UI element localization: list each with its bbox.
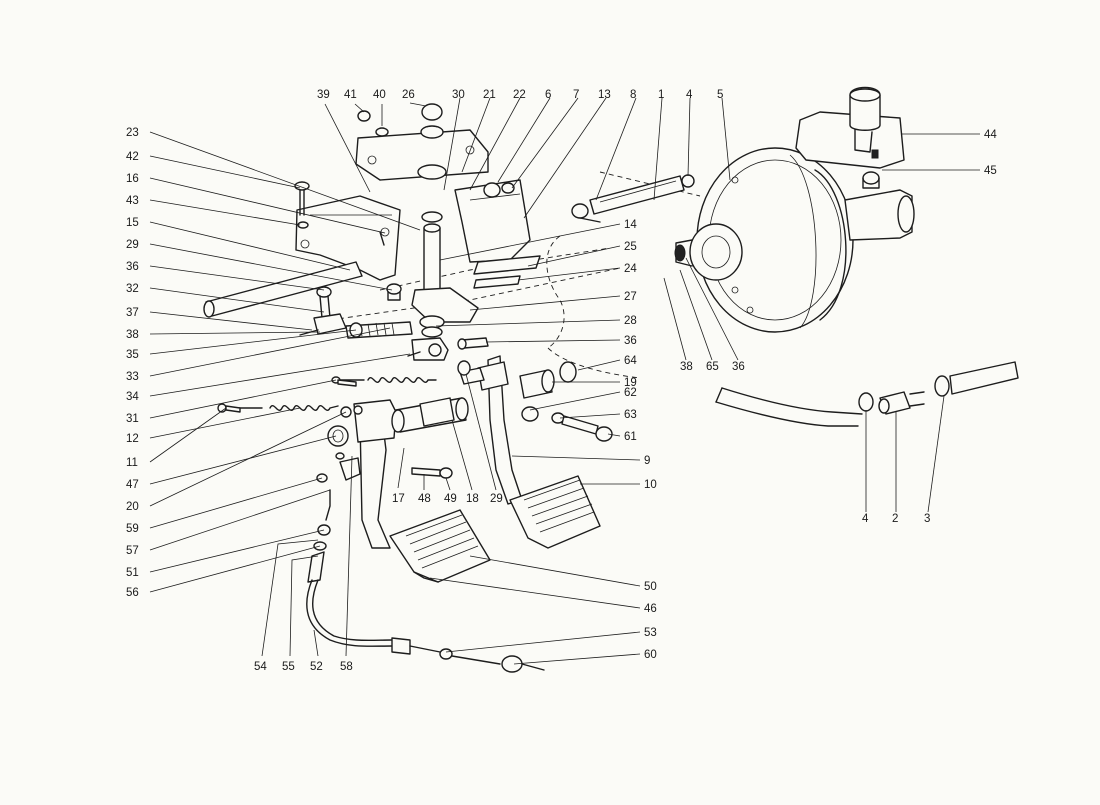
callout: 4	[686, 89, 693, 101]
pushrod	[571, 174, 695, 223]
callout: 57	[126, 545, 139, 557]
callout: 55	[282, 661, 295, 673]
callout: 26	[402, 89, 415, 101]
callout: 36	[732, 361, 745, 373]
callout: 42	[126, 151, 139, 163]
callout: 3	[924, 513, 930, 525]
return-springs	[217, 376, 437, 413]
callout: 20	[126, 501, 139, 513]
callout: 61	[624, 431, 637, 443]
callout: 31	[126, 413, 139, 425]
callout: 22	[513, 89, 526, 101]
callout: 38	[680, 361, 693, 373]
callout: 23	[126, 127, 139, 139]
callout: 60	[644, 649, 657, 661]
callout: 10	[644, 479, 657, 491]
callout: 44	[984, 129, 997, 141]
callout: 9	[644, 455, 650, 467]
callout: 53	[644, 627, 657, 639]
callout: 35	[126, 349, 139, 361]
callout-labels: 39 41 40 26 30 21 22 6 7 13 8 1 4 5 44 4…	[126, 89, 997, 673]
brake-booster	[674, 147, 915, 333]
reservoir-cap	[862, 171, 880, 189]
callout: 27	[624, 291, 637, 303]
callout: 64	[624, 355, 637, 367]
callout: 15	[126, 217, 139, 229]
callout: 36	[624, 335, 637, 347]
callout: 39	[317, 89, 330, 101]
callout: 48	[418, 493, 431, 505]
callout: 6	[545, 89, 551, 101]
callout: 17	[392, 493, 405, 505]
callout: 63	[624, 409, 637, 421]
callout: 7	[573, 89, 579, 101]
callout: 50	[644, 581, 657, 593]
callout: 47	[126, 479, 139, 491]
pedal-shaft	[391, 360, 577, 433]
callout: 11	[126, 457, 138, 469]
callout: 25	[624, 241, 637, 253]
callout: 59	[126, 523, 139, 535]
callout: 49	[444, 493, 457, 505]
callout: 45	[984, 165, 997, 177]
callout: 18	[466, 493, 479, 505]
callout: 51	[126, 567, 139, 579]
upper-fasteners	[294, 103, 515, 246]
callout: 37	[126, 307, 139, 319]
callout: 5	[717, 89, 723, 101]
callout: 38	[126, 329, 139, 341]
callout: 30	[452, 89, 465, 101]
pivot-shaft	[411, 211, 479, 338]
callout: 43	[126, 195, 139, 207]
clutch-cable	[306, 489, 545, 673]
leader-lines	[149, 97, 980, 665]
callout: 16	[126, 173, 139, 185]
callout: 36	[126, 261, 139, 273]
callout: 41	[344, 89, 357, 101]
vacuum-hose	[715, 361, 1019, 427]
fluid-reservoir	[795, 86, 905, 169]
callout: 29	[490, 493, 503, 505]
callout: 34	[126, 391, 139, 403]
callout: 1	[658, 89, 664, 101]
callout: 14	[624, 219, 637, 231]
phantom-lines	[329, 171, 701, 379]
callout: 65	[706, 361, 719, 373]
callout: 62	[624, 387, 637, 399]
cross-tube	[203, 261, 402, 318]
lower-fasteners	[225, 379, 613, 483]
callout: 46	[644, 603, 657, 615]
callout: 52	[310, 661, 323, 673]
pedal-bracket	[295, 129, 541, 289]
callout: 13	[598, 89, 611, 101]
callout: 29	[126, 239, 139, 251]
callout: 4	[862, 513, 869, 525]
callout: 2	[892, 513, 898, 525]
clevis-pin	[457, 337, 489, 350]
callout: 40	[373, 89, 386, 101]
callout: 54	[254, 661, 267, 673]
callout: 33	[126, 371, 139, 383]
brake-pedal	[477, 355, 601, 549]
callout: 28	[624, 315, 637, 327]
callout: 12	[126, 433, 139, 445]
callout: 8	[630, 89, 636, 101]
callout: 21	[483, 89, 496, 101]
callout: 32	[126, 283, 139, 295]
callout: 56	[126, 587, 139, 599]
callout: 24	[624, 263, 637, 275]
callout: 58	[340, 661, 353, 673]
callout: 19	[624, 377, 637, 389]
